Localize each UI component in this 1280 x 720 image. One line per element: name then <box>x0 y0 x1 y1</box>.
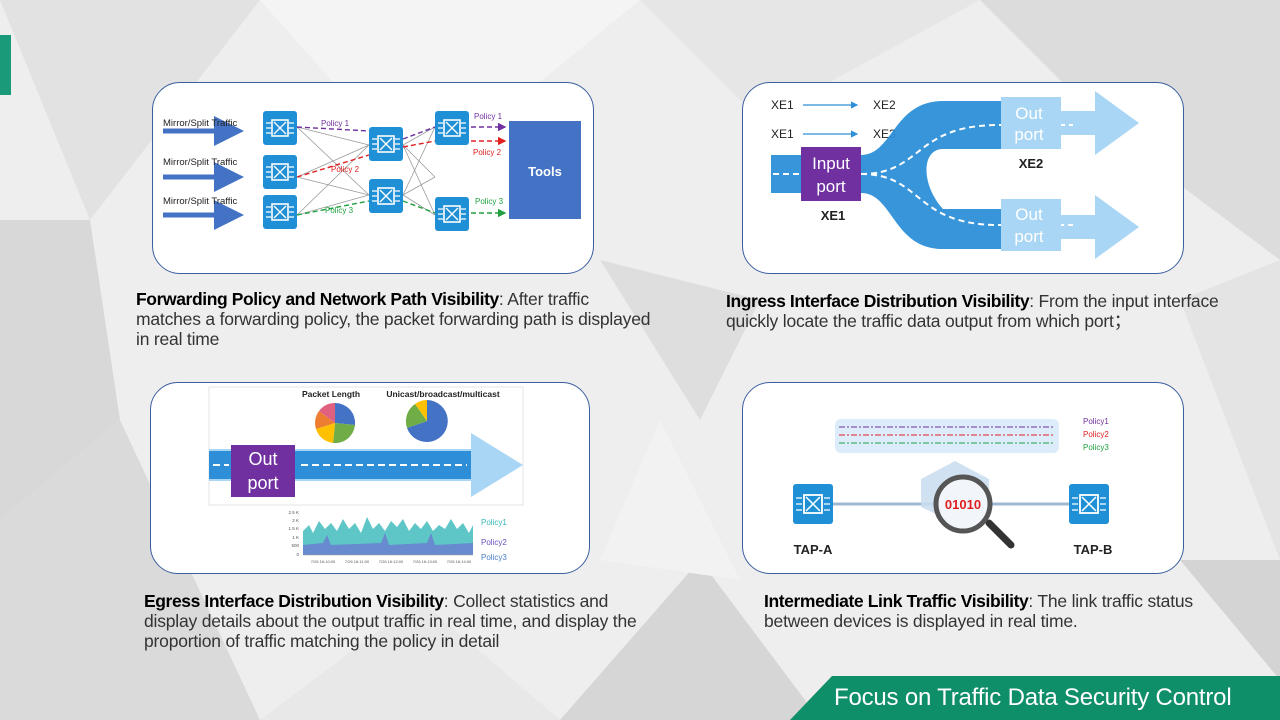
legend-item: Policy2 <box>1083 430 1109 439</box>
caption-title: Intermediate Link Traffic Visibility <box>764 591 1029 611</box>
out-port-label: port <box>1014 125 1044 144</box>
forwarding-policy-panel: Tools Mirror/Split Traffic Mirror/Split … <box>152 82 594 274</box>
legend-item: Policy1 <box>1083 417 1109 426</box>
policy-label: Policy 1 <box>321 119 350 128</box>
input-port-label: port <box>816 177 846 196</box>
x-tick: 7/26 16:14:00 <box>447 559 472 564</box>
out-port-label: port <box>247 473 278 493</box>
legend-item: Policy1 <box>481 518 507 527</box>
x-tick: 7/26 16:10:00 <box>311 559 336 564</box>
mirror-label: Mirror/Split Traffic <box>163 196 238 207</box>
magnifier-icon: 01010 <box>933 474 1015 549</box>
input-port-label: Input <box>812 154 850 173</box>
caption-body: : After traffic matches a forwarding pol… <box>136 289 651 349</box>
footer-banner: Focus on Traffic Data Security Control <box>790 676 1280 720</box>
footer-title: Focus on Traffic Data Security Control <box>834 684 1232 711</box>
x-tick: 7/26 16:12:00 <box>379 559 404 564</box>
tap-a-label: TAP-A <box>794 542 833 557</box>
intermediate-link-panel: Policy1 Policy2 Policy3 01010 TAP-A TAP-… <box>742 382 1184 574</box>
caption-forwarding-policy: Forwarding Policy and Network Path Visib… <box>136 289 656 349</box>
input-port-name: XE1 <box>821 208 846 223</box>
pie-title: Packet Length <box>302 389 360 399</box>
ingress-distribution-panel: XE1 XE2 XE1 XE3 Input port XE1 Out port … <box>742 82 1184 274</box>
y-tick: 1.5 K <box>288 526 299 531</box>
caption-egress: Egress Interface Distribution Visibility… <box>144 591 664 651</box>
x-tick: 7/26 16:11:00 <box>345 559 370 564</box>
traffic-time-series: 2.5 K 2 K 1.5 K 1 K 500 0 7/26 16:10:00 … <box>287 509 507 571</box>
y-tick: 2 K <box>292 518 299 523</box>
legend-item: Policy2 <box>481 538 507 547</box>
mirror-label: Mirror/Split Traffic <box>163 157 238 168</box>
tools-box <box>509 121 581 219</box>
network-switch-icon <box>262 110 470 232</box>
map-to: XE2 <box>873 98 896 112</box>
tap-b-label: TAP-B <box>1074 542 1113 557</box>
out-port-label: Out <box>1015 205 1043 224</box>
cast-type-pie <box>405 400 448 442</box>
y-tick: 2.5 K <box>288 510 299 515</box>
caption-body: : Collect statistics and display details… <box>144 591 637 651</box>
out-port-label: Out <box>1015 104 1043 123</box>
y-tick: 1 K <box>292 535 299 540</box>
pie-title: Unicast/broadcast/multicast <box>386 389 500 399</box>
caption-body: : From the input interface quickly locat… <box>726 291 1219 331</box>
out-port-label: Out <box>248 449 277 469</box>
caption-body: : The link traffic status between device… <box>764 591 1193 631</box>
legend-item: Policy3 <box>481 553 507 562</box>
tap-a-icon <box>792 483 834 525</box>
caption-title: Egress Interface Distribution Visibility <box>144 591 444 611</box>
mirror-label: Mirror/Split Traffic <box>163 118 238 129</box>
map-from: XE1 <box>771 127 794 141</box>
tools-label: Tools <box>528 164 562 179</box>
caption-ingress: Ingress Interface Distribution Visibilit… <box>726 291 1266 331</box>
caption-title: Forwarding Policy and Network Path Visib… <box>136 289 499 309</box>
caption-intermediate-link: Intermediate Link Traffic Visibility: Th… <box>764 591 1204 631</box>
y-tick: 500 <box>291 543 299 548</box>
magnifier-text: 01010 <box>945 497 981 512</box>
accent-bar <box>0 35 11 95</box>
policy-label: Policy 1 <box>474 112 503 121</box>
y-tick: 0 <box>296 552 299 557</box>
policy-label: Policy 2 <box>331 165 360 174</box>
packet-length-pie <box>315 402 356 444</box>
policy-label: Policy 3 <box>475 197 504 206</box>
legend-item: Policy3 <box>1083 443 1109 452</box>
tap-b-icon <box>1068 483 1110 525</box>
out-port-label: port <box>1014 227 1044 246</box>
out-port-name: XE2 <box>1019 156 1044 171</box>
policy-label: Policy 3 <box>325 206 354 215</box>
policy-label: Policy 2 <box>473 148 502 157</box>
caption-title: Ingress Interface Distribution Visibilit… <box>726 291 1030 311</box>
x-tick: 7/26 16:13:00 <box>413 559 438 564</box>
map-from: XE1 <box>771 98 794 112</box>
egress-distribution-panel: Packet Length Unicast/broadcast/multicas… <box>150 382 590 574</box>
